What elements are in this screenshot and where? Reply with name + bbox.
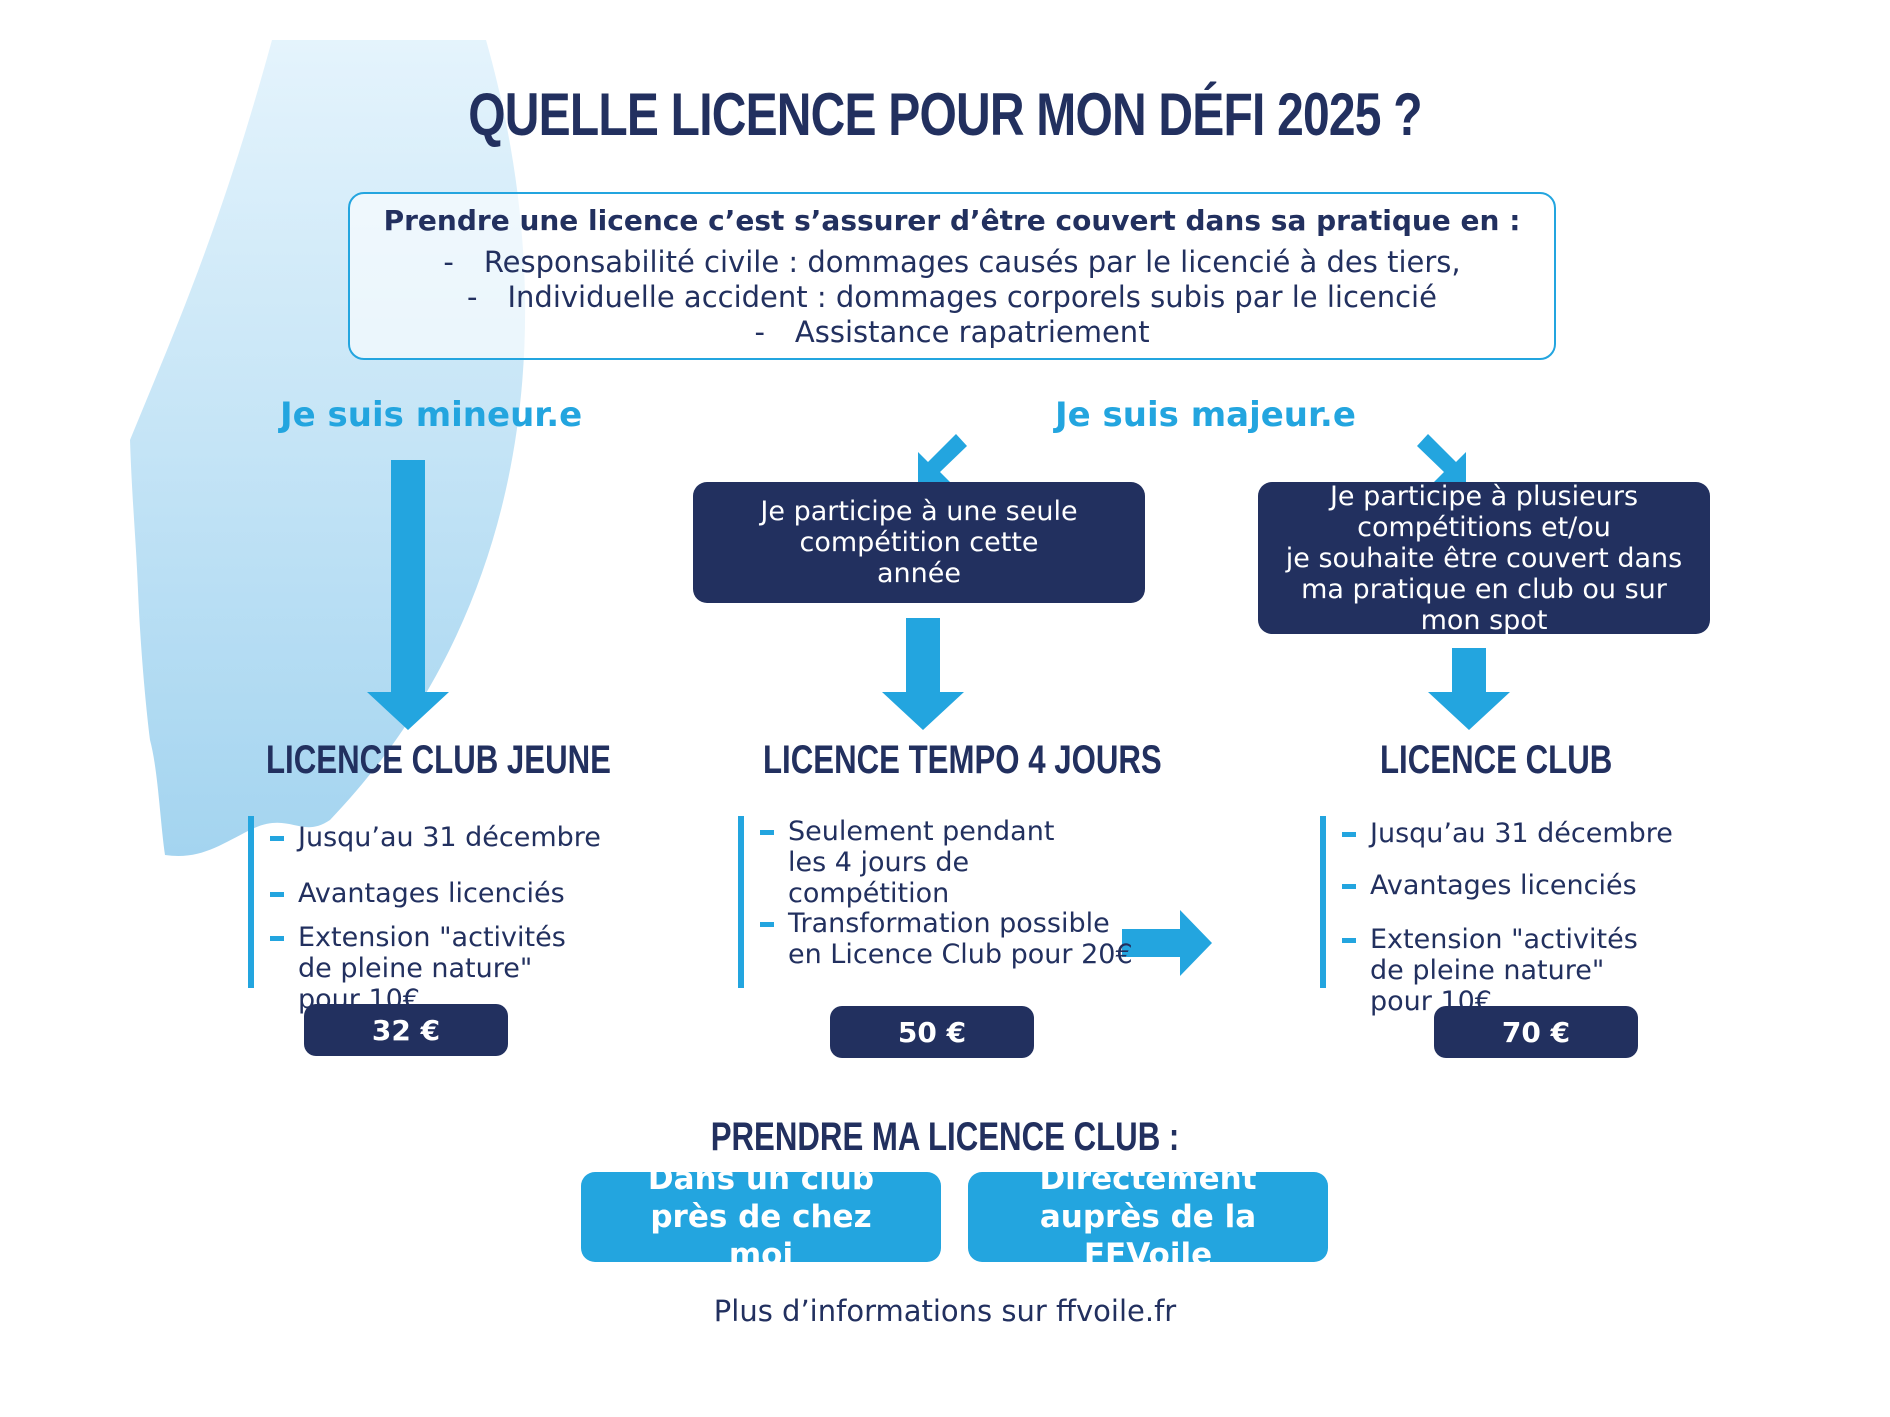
list-item: Extension "activités de pleine nature" p… [270,922,600,1015]
multiple-competitions-box: Je participe à plusieurs compétitions et… [1258,481,1710,636]
coverage-heading: Prendre une licence c’est s’assurer d’êt… [383,204,1521,237]
arrow-diagonal-right-icon [1417,434,1466,483]
features-club-jeune: Jusqu’au 31 décembre Avantages licenciés… [248,816,608,1015]
ffvoile-direct-button[interactable]: Directement auprès de la FFVoile [968,1161,1328,1273]
list-item: Avantages licenciés [1342,870,1637,901]
features-tempo: Seulement pendant les 4 jours de compéti… [738,816,1133,988]
adult-label: Je suis majeur.e [1055,395,1356,435]
list-item: Jusqu’au 31 décembre [1342,818,1673,849]
coverage-item: -Responsabilité civile : dommages causés… [443,245,1461,279]
arrow-right-icon [1122,910,1212,976]
price-club-jeune: 32 € [304,1004,508,1056]
list-item: Seulement pendant les 4 jours de compéti… [760,816,1090,909]
arrow-down-icon [1428,648,1510,730]
licence-title-club-jeune: LICENCE CLUB JEUNE [266,738,611,782]
take-licence-title: PRENDRE MA LICENCE CLUB : [710,1115,1180,1159]
coverage-info-box: Prendre une licence c’est s’assurer d’êt… [348,192,1556,360]
arrow-diagonal-left-icon [918,434,967,483]
list-item: Transformation possible en Licence Club … [760,908,1140,970]
features-club: Jusqu’au 31 décembre Avantages licenciés… [1320,816,1680,1017]
coverage-item: -Assistance rapatriement [754,315,1150,349]
licence-title-club: LICENCE CLUB [1380,738,1613,782]
list-item: Jusqu’au 31 décembre [270,822,601,853]
coverage-item: -Individuelle accident : dommages corpor… [467,280,1437,314]
page-title: QUELLE LICENCE POUR MON DÉFI 2025 ? [468,81,1422,148]
list-item: Extension "activités de pleine nature" p… [1342,924,1672,1017]
price-tempo: 50 € [830,1006,1034,1058]
arrow-down-icon [882,618,964,730]
minor-label: Je suis mineur.e [280,395,583,435]
single-competition-box: Je participe à une seule compétition cet… [693,482,1145,603]
more-info-link[interactable]: Plus d’informations sur ffvoile.fr [713,1294,1177,1328]
price-club: 70 € [1434,1006,1638,1058]
licence-title-tempo: LICENCE TEMPO 4 JOURS [763,738,1162,782]
list-item: Avantages licenciés [270,878,565,909]
arrow-down-icon [367,460,449,730]
club-near-me-button[interactable]: Dans un club près de chez moi [581,1161,941,1273]
